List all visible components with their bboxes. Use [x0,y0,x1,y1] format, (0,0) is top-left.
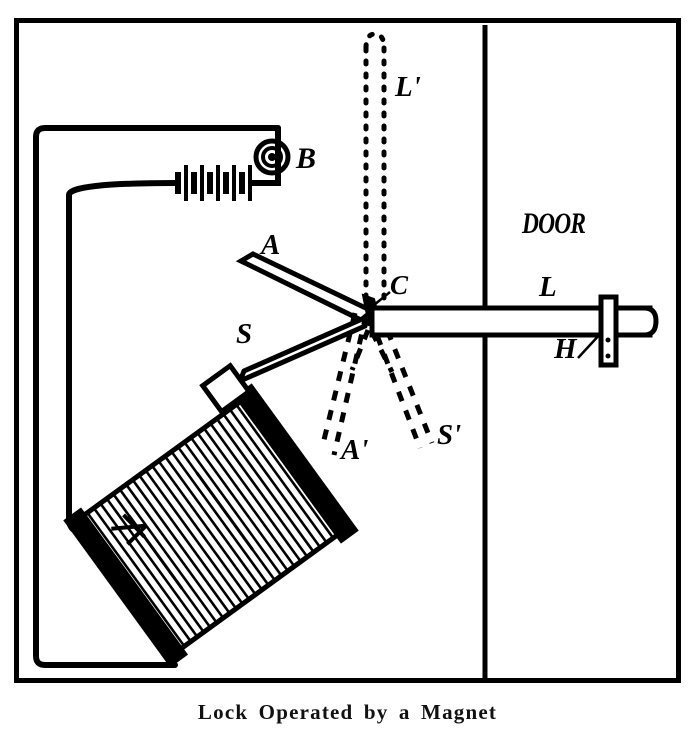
coil-windings [86,403,335,647]
lever-arm-s [235,311,374,386]
battery-symbol [175,165,252,201]
label-arm-a: A [261,229,281,261]
label-bolt-l: L [539,271,557,303]
label-arm-s: S [236,318,253,350]
label-lift-rod-l-prime: L' [395,71,421,103]
bolt-rod [369,305,659,338]
lift-rod-dotted [363,31,387,311]
wire-outer-loop [33,125,281,668]
label-catch-c: C [390,270,409,300]
label-keeper-h: H [554,333,577,365]
coil-contact-mark [111,513,148,546]
electromagnet [63,362,359,668]
wire-button-to-battery [249,125,281,186]
figure-border [14,18,681,683]
push-button-icon[interactable] [253,138,291,176]
lever-arm-a-alt [331,314,369,456]
label-arm-s-alt: S' [437,419,462,451]
label-door: DOOR [522,207,586,240]
keeper-plate [598,294,619,368]
lever-arm-s-alt [367,316,423,449]
catch-leader-line [373,291,391,306]
keeper-leader-line [577,331,603,359]
label-push-button-b: B [296,142,317,175]
coil-end-plate-left [63,507,189,668]
lever-arm-a [235,251,377,323]
figure-caption: Lock Operated by a Magnet [197,700,498,724]
label-arm-a-alt: A' [341,434,369,466]
coil-terminal-block [199,362,253,416]
